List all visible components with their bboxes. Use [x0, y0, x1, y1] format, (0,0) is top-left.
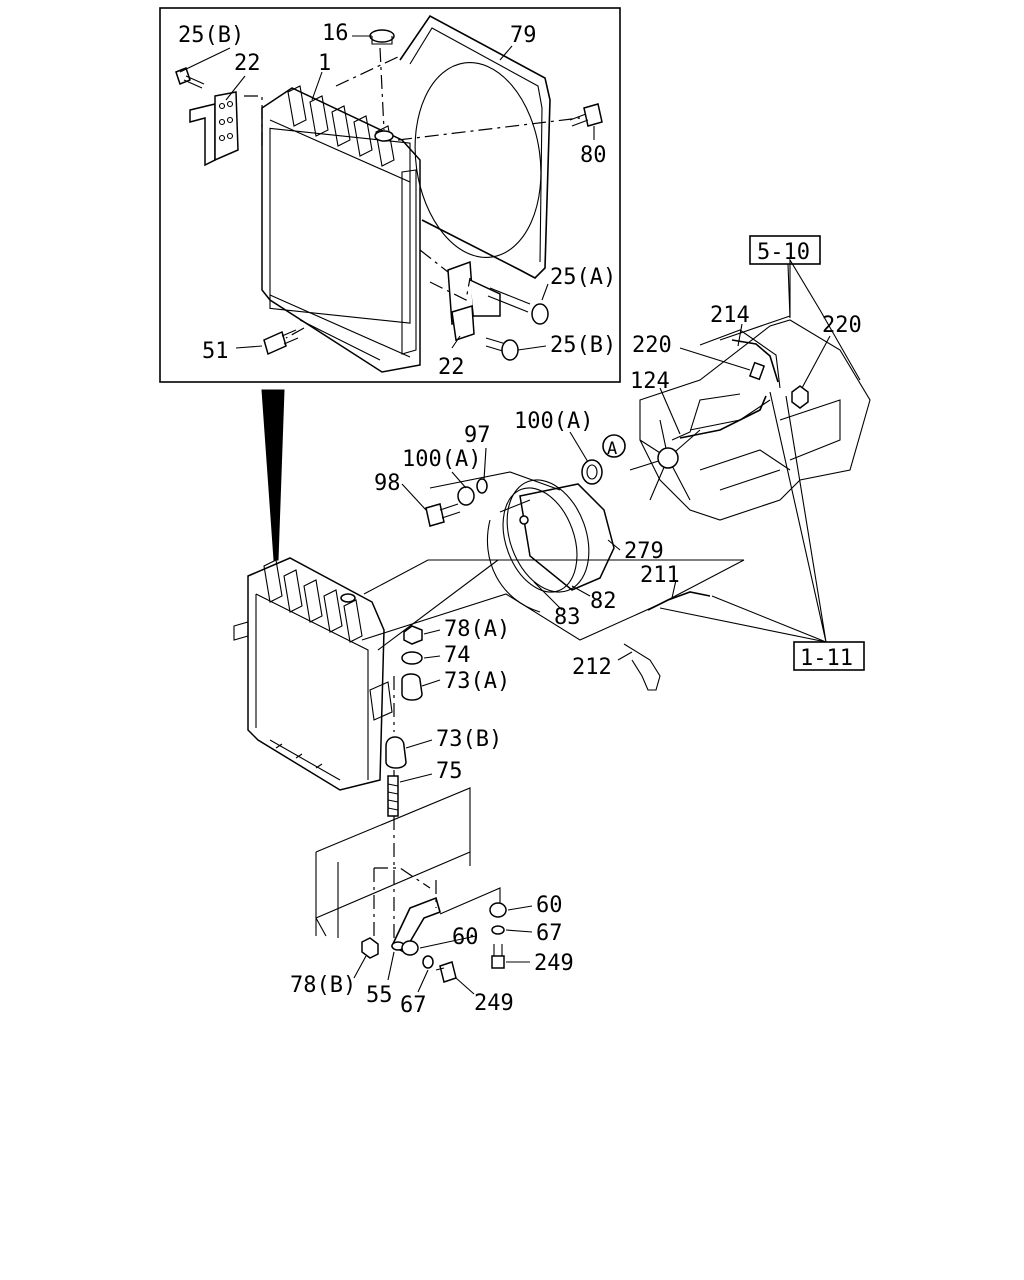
label-83: 83: [554, 605, 581, 630]
label-5-10: 5-10: [757, 240, 810, 265]
label-82: 82: [590, 589, 617, 614]
bolt-249-right: [491, 944, 505, 969]
mount-73a: [401, 673, 423, 701]
label-79: 79: [510, 23, 537, 48]
bolt-25b-top: [175, 67, 205, 89]
frame-rail: [315, 787, 471, 938]
label-124: 124: [630, 369, 670, 394]
label-100a-right: 100(A): [514, 409, 593, 434]
label-51: 51: [202, 339, 229, 364]
label-25a-inset: 25(A): [550, 265, 616, 290]
label-60-right: 60: [536, 893, 563, 918]
washer-100a-left: [457, 486, 475, 506]
hose-214: [731, 339, 779, 383]
fan-shroud-279: [502, 479, 615, 593]
reference-circle-a: A: [602, 434, 626, 459]
label-67-right: 67: [536, 921, 563, 946]
stud-75: [387, 775, 399, 817]
inset-pointer-wedge: [261, 389, 285, 561]
clamp-220-left: [748, 361, 766, 381]
washer-67-right: [491, 925, 505, 935]
cable-tie-212: [623, 643, 661, 691]
label-67-left: 67: [400, 993, 427, 1018]
bolt-25b-inset: [485, 337, 519, 361]
inset-frame: [159, 7, 621, 383]
label-220-right: 220: [822, 313, 862, 338]
label-80: 80: [580, 143, 607, 168]
label-249-left: 249: [474, 991, 514, 1016]
hose-211: [647, 591, 711, 611]
ref-box-1-11: 1-11: [793, 641, 865, 671]
bracket-22-top: [189, 91, 239, 167]
label-279: 279: [624, 539, 664, 564]
label-214: 214: [710, 303, 750, 328]
label-220-left: 220: [632, 333, 672, 358]
inset-radiator: [261, 85, 421, 373]
label-97: 97: [464, 423, 491, 448]
label-78b: 78(B): [290, 973, 356, 998]
label-55: 55: [366, 983, 393, 1008]
label-78a: 78(A): [444, 617, 510, 642]
bolt-80: [569, 103, 603, 127]
ref-box-5-10: 5-10: [749, 235, 821, 265]
label-98: 98: [374, 471, 401, 496]
label-25b-inset: 25(B): [550, 333, 616, 358]
washer-74: [401, 651, 423, 665]
cooling-fan: [629, 419, 701, 501]
label-25b-top: 25(B): [178, 23, 244, 48]
label-1: 1: [318, 51, 331, 76]
seal-100a-right: [581, 459, 603, 485]
label-73a: 73(A): [444, 669, 510, 694]
label-60-left: 60: [452, 925, 479, 950]
spacer-97: [476, 478, 488, 494]
label-75: 75: [436, 759, 463, 784]
label-211: 211: [640, 563, 680, 588]
mount-73b: [385, 736, 407, 769]
bushing-60-right: [489, 902, 507, 918]
engine-block: [639, 258, 871, 521]
drain-plug-51: [263, 329, 299, 356]
bushing-60-left: [401, 940, 419, 956]
washer-67-left: [422, 955, 434, 969]
bolt-98: [425, 503, 461, 527]
clamp-220-right: [791, 385, 809, 409]
label-100a-left: 100(A): [402, 447, 481, 472]
bolt-25a-inset: [487, 287, 549, 325]
label-249-right: 249: [534, 951, 574, 976]
hose-124: [679, 395, 767, 439]
bolt-249-left: [435, 961, 457, 983]
nut-78b: [361, 937, 379, 959]
label-73b: 73(B): [436, 727, 502, 752]
label-16: 16: [322, 21, 349, 46]
label-a: A: [607, 439, 617, 459]
label-22-bottom: 22: [438, 355, 465, 380]
nut-78a: [403, 625, 423, 645]
label-1-11: 1-11: [800, 646, 853, 671]
inset-fan-shroud: [399, 14, 551, 279]
label-212: 212: [572, 655, 612, 680]
label-22-top: 22: [234, 51, 261, 76]
main-radiator: [233, 557, 393, 791]
label-74: 74: [444, 643, 471, 668]
bracket-22-bottom: [447, 260, 501, 341]
